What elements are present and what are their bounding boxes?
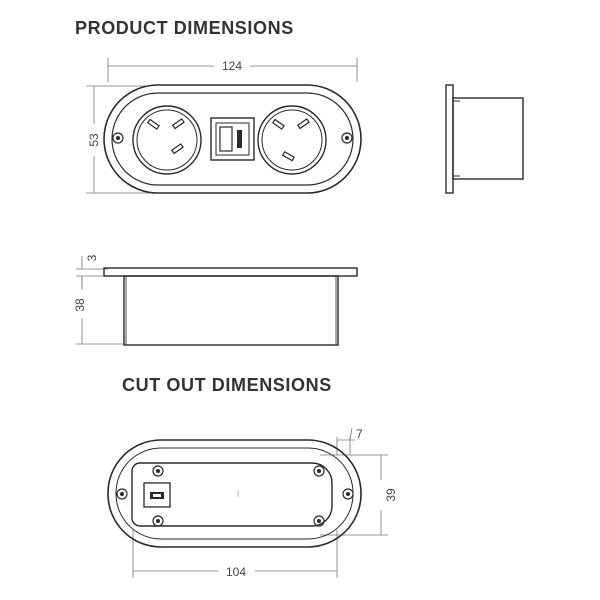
flange-thickness-label: 3 [85, 254, 99, 261]
flange-thickness-dimension: 3 [76, 254, 108, 288]
screw-icon [116, 488, 128, 500]
side-view [445, 84, 524, 194]
power-outlet-icon [257, 105, 327, 175]
usb-port-icon [210, 117, 255, 161]
front-view: 124 53 [86, 58, 362, 194]
cutout-width-dimension: 104 [132, 530, 338, 579]
faceplate-outline [103, 84, 362, 194]
height-dimension-label: 53 [87, 133, 101, 147]
height-dimension: 53 [86, 85, 150, 194]
cutout-margin-dimension: 7 [336, 427, 363, 455]
cutout-height-label: 39 [384, 488, 398, 502]
cutout-faceplate-outline [107, 439, 362, 548]
profile-body [123, 275, 339, 346]
profile-view: 3 38 [73, 254, 358, 346]
cutout-dimensions-heading: CUT OUT DIMENSIONS [122, 375, 332, 395]
cutout-view: 7 39 104 [107, 427, 398, 579]
product-dimensions-heading: PRODUCT DIMENSIONS [75, 18, 294, 38]
mounting-stud-icon [313, 515, 325, 527]
side-body [452, 97, 524, 180]
cutout-height-dimension: 39 [320, 454, 398, 536]
screw-icon [342, 488, 354, 500]
usb-module-rear-icon [143, 482, 171, 508]
width-dimension-label: 124 [222, 59, 242, 73]
mounting-stud-icon [152, 465, 164, 477]
profile-flange [103, 267, 358, 277]
screw-icon [341, 132, 353, 144]
faceplate-inner-outline [111, 92, 354, 186]
side-flange [445, 84, 454, 194]
cutout-width-label: 104 [226, 565, 246, 579]
cutout-margin-label: 7 [356, 427, 363, 441]
body-depth-label: 38 [73, 298, 87, 312]
body-depth-dimension: 38 [73, 276, 124, 345]
cutout-hole-outline [131, 462, 333, 527]
mounting-stud-icon [313, 465, 325, 477]
width-dimension: 124 [107, 58, 358, 82]
screw-icon [112, 132, 124, 144]
power-outlet-icon [132, 105, 202, 175]
mounting-stud-icon [152, 515, 164, 527]
